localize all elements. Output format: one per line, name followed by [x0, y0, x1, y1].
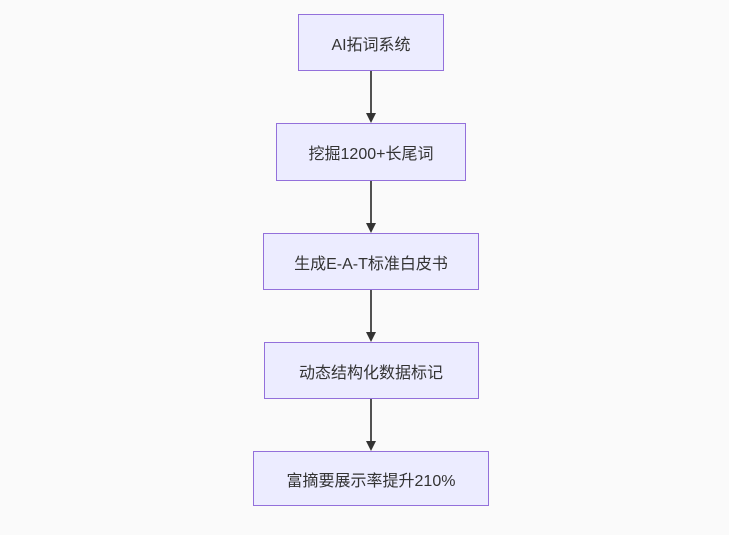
flow-node-step-2: 挖掘1200+长尾词: [276, 123, 466, 181]
flowchart-column: AI拓词系统 挖掘1200+长尾词 生成E-A-T标准白皮书 动态结构化数据标记…: [253, 14, 489, 506]
arrow-down-icon: [366, 71, 376, 123]
flow-node-step-3: 生成E-A-T标准白皮书: [263, 233, 479, 290]
arrow-down-icon: [366, 290, 376, 342]
flow-node-step-4: 动态结构化数据标记: [263, 342, 479, 399]
flow-node-step-5: 富摘要展示率提升210%: [253, 451, 489, 506]
arrow-down-icon: [366, 399, 376, 451]
flow-node-step-1: AI拓词系统: [298, 14, 444, 71]
arrow-down-icon: [366, 181, 376, 233]
